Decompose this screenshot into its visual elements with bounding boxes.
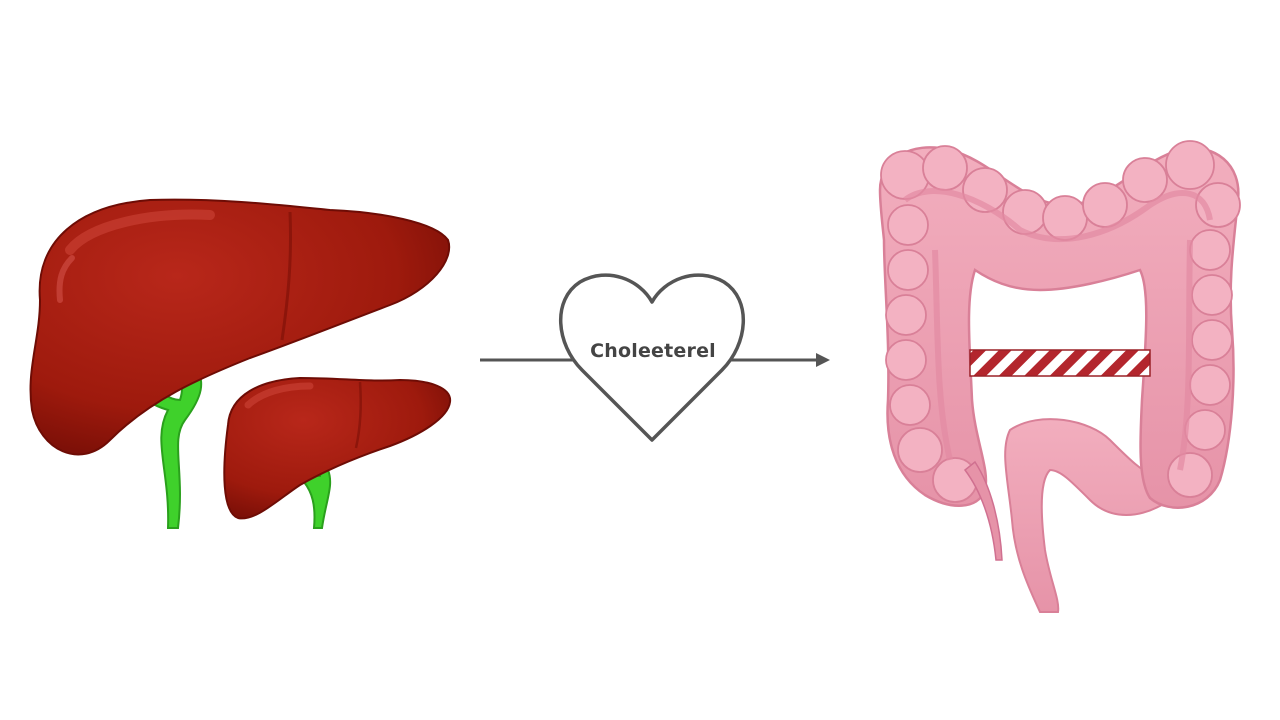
large-intestine-icon: [878, 140, 1241, 613]
cholesterol-label: Choleeterel: [590, 340, 716, 362]
blockage-stripe-icon: [969, 349, 1151, 377]
heart-icon: [558, 273, 746, 442]
liver-large-icon: [29, 198, 451, 529]
liver-small-icon: [223, 376, 452, 529]
